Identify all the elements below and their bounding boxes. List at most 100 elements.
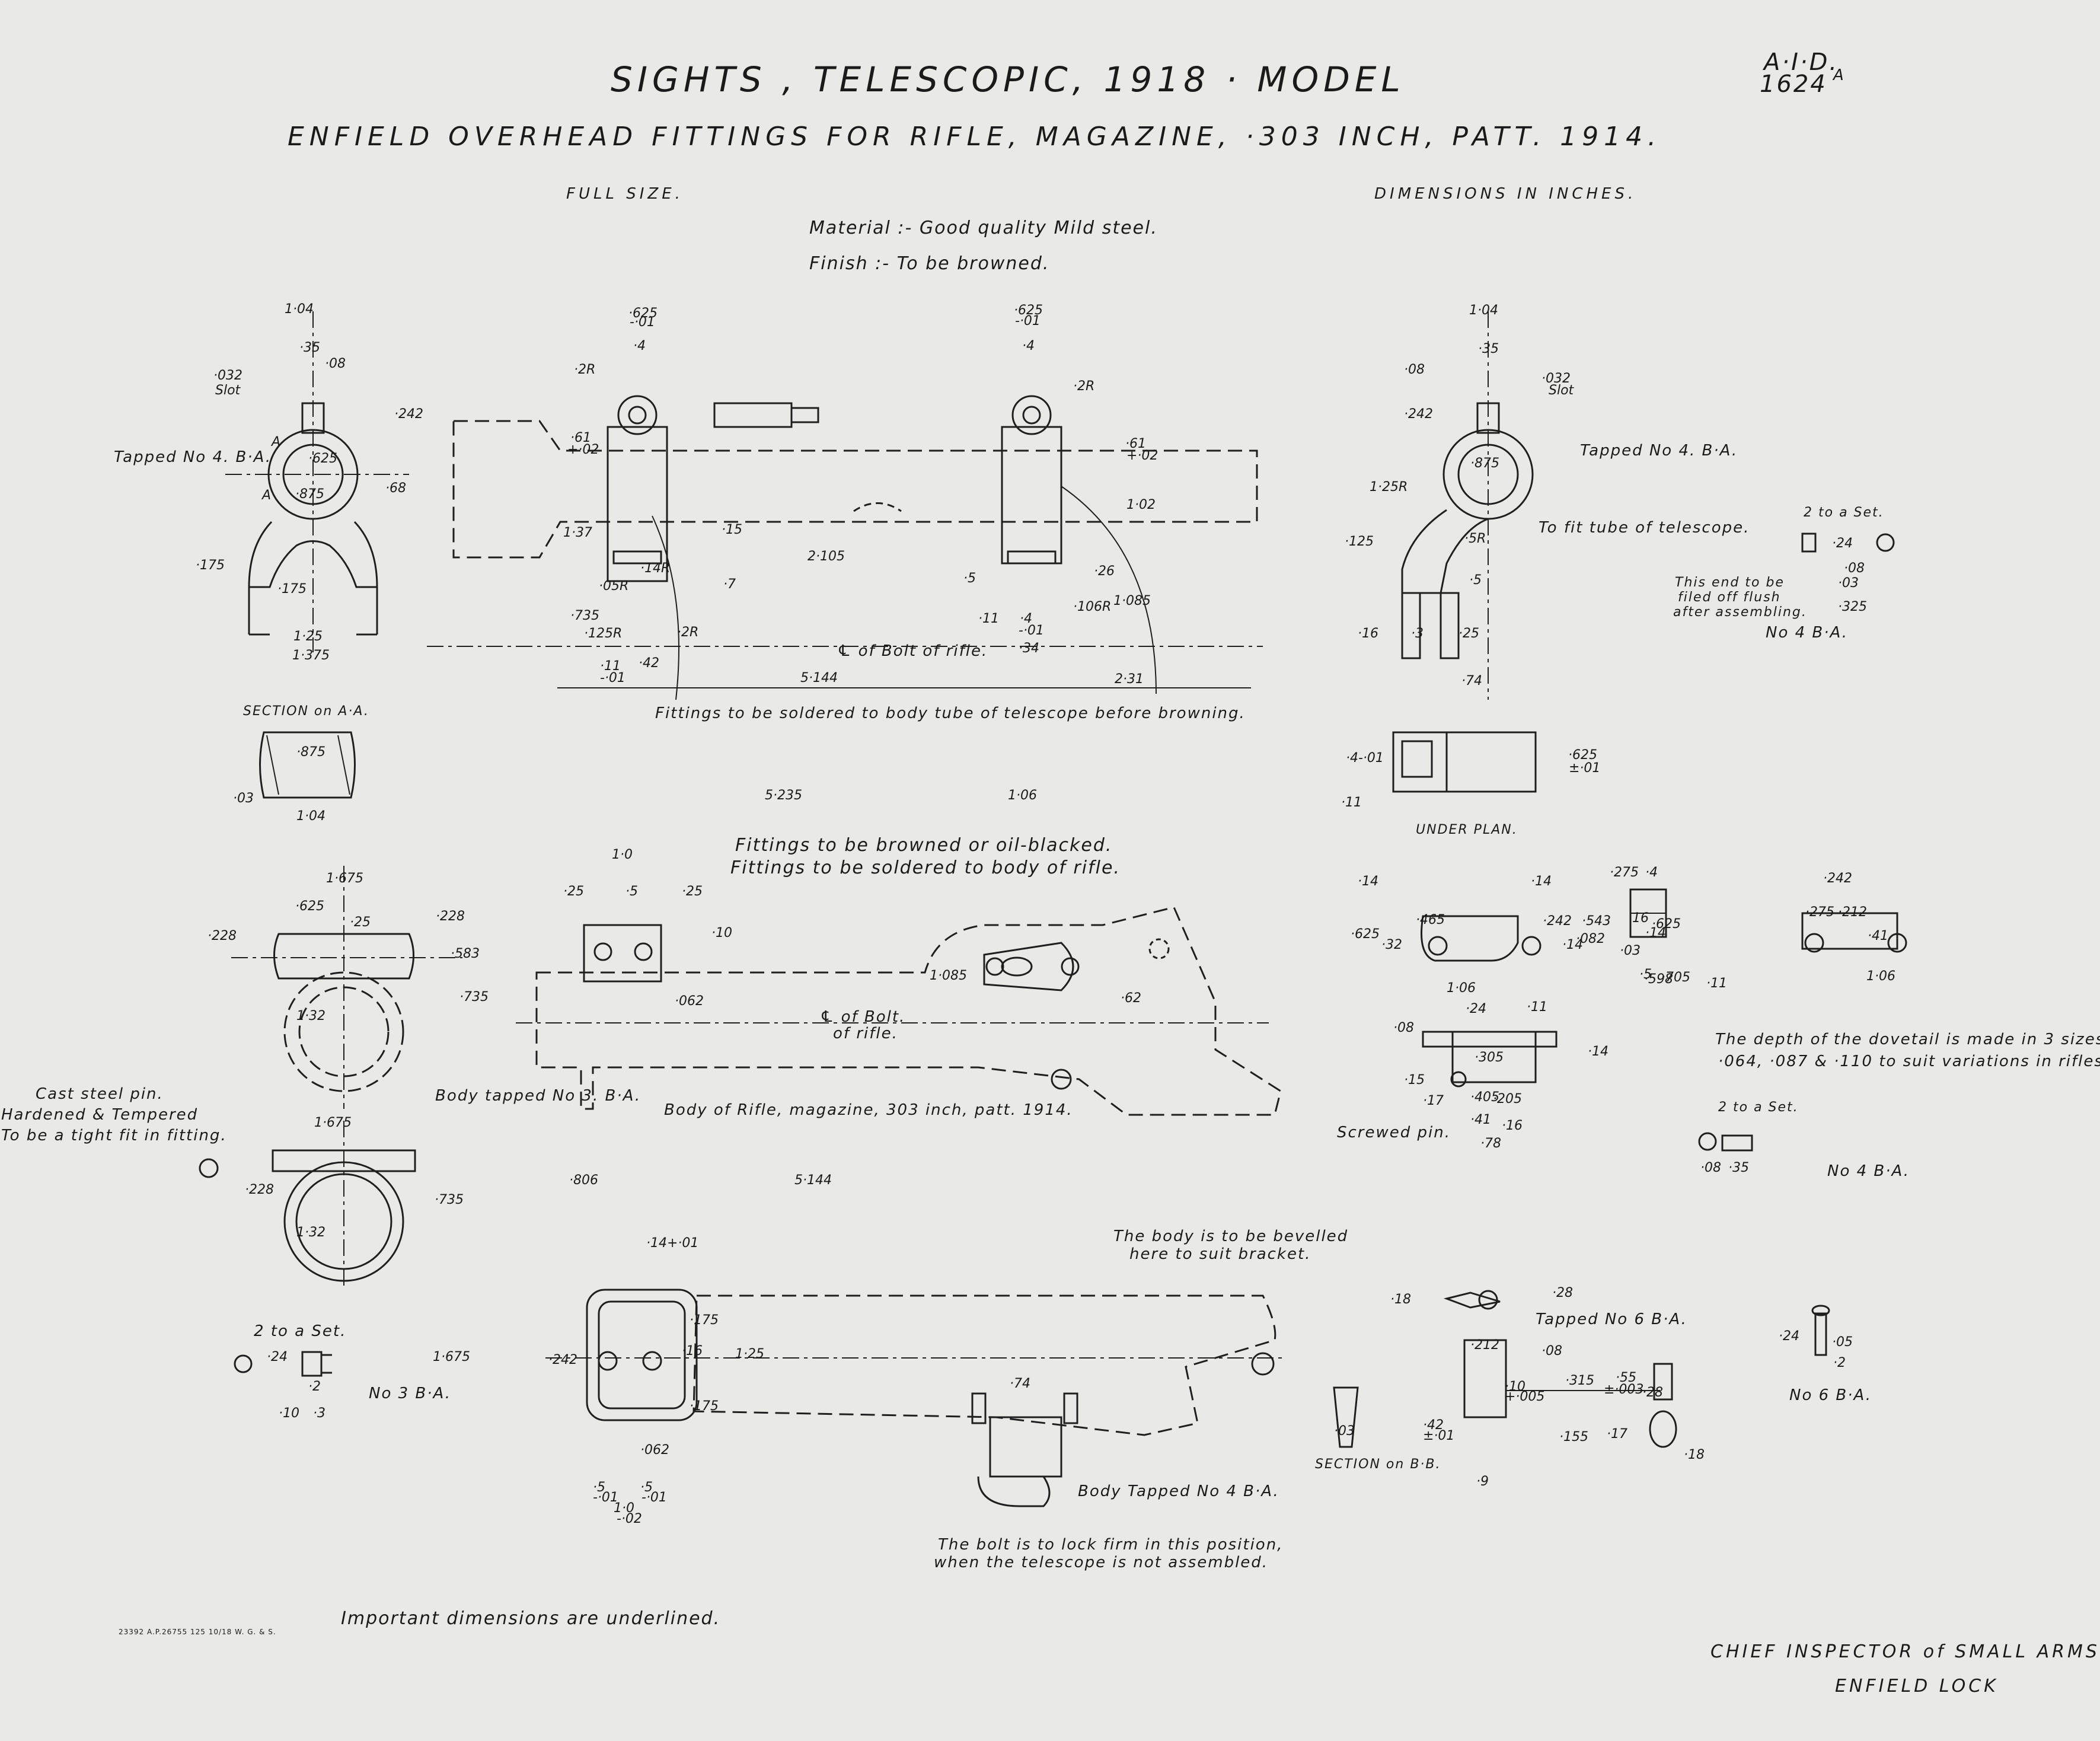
- note-end-filed-3: after assembling.: [1673, 605, 1807, 620]
- dimension-label: ·583: [451, 946, 480, 961]
- dimension-label: ·106R: [1073, 600, 1111, 614]
- dimension-label: 1·06: [1447, 981, 1476, 996]
- dimension-label: 1·25: [293, 629, 323, 644]
- note-two-set-3: 2 to a Set.: [254, 1322, 347, 1340]
- dimension-label: ·242: [1823, 871, 1852, 886]
- dimension-label: ·625: [308, 451, 337, 466]
- note-no4-ba-1: No 4 B·A.: [1766, 624, 1849, 642]
- dimension-label: ·5: [640, 1480, 653, 1495]
- dimension-label: 1·675: [314, 1115, 352, 1130]
- note-bolt-of-rifle: ℄ of Bolt of rifle.: [837, 642, 988, 660]
- dimension-label: ·08: [1393, 1021, 1414, 1035]
- dimension-label: ·032: [1542, 371, 1571, 386]
- dimension-label: ·78: [1480, 1136, 1501, 1151]
- dimension-label: Slot: [1549, 383, 1575, 398]
- dimension-label: 5·235: [765, 788, 802, 803]
- dimension-label: ·5: [593, 1480, 605, 1495]
- dimension-label: ±·01: [1569, 761, 1600, 776]
- dimension-label: ·4: [1645, 865, 1658, 880]
- note-rifle-body: Body of Rifle, magazine, 303 inch, patt.…: [664, 1101, 1073, 1119]
- section-bb-label: SECTION on B·B.: [1315, 1457, 1441, 1472]
- dimension-label: ·205: [1493, 1092, 1522, 1107]
- screw-no3-view: [234, 1351, 332, 1377]
- reference-line-2: 1624: [1760, 71, 1827, 98]
- dimension-label: 1·06: [1866, 969, 1895, 984]
- dimension-label: ·42: [1423, 1418, 1444, 1433]
- dimension-label: ·875: [295, 487, 324, 502]
- dimension-label: ·41: [1868, 929, 1888, 943]
- dimension-label: ·62: [1121, 991, 1141, 1006]
- dimension-label: ·7: [723, 577, 736, 592]
- units-note: DIMENSIONS IN INCHES.: [1374, 185, 1637, 203]
- dimension-label: ±·01: [1423, 1428, 1454, 1443]
- dimension-label: -·01: [593, 1490, 618, 1505]
- dimension-label: ·625: [295, 899, 324, 914]
- dimension-label: 1·675: [433, 1350, 470, 1364]
- dimension-label: ·125: [1345, 534, 1374, 549]
- scale-note: FULL SIZE.: [566, 185, 684, 203]
- dimension-label: ·4: [633, 339, 646, 353]
- dimension-label: ·08: [1542, 1344, 1562, 1359]
- dimension-label: ·625: [1652, 917, 1681, 932]
- dimension-label: 1·06: [1008, 788, 1037, 803]
- dimension-label: ·5R: [1464, 531, 1486, 546]
- dimension-label: +·02: [1126, 448, 1158, 463]
- dimension-label: ·18: [1390, 1292, 1411, 1307]
- dimension-label: ·598: [1644, 972, 1673, 987]
- dimension-label: ·10: [1505, 1379, 1525, 1394]
- dimension-label: ·15: [722, 522, 742, 537]
- note-dovetail-1: The depth of the dovetail is made in 3 s…: [1715, 1031, 2100, 1048]
- dimension-label: 5·144: [794, 1173, 832, 1188]
- dimension-label: ·4: [1022, 339, 1035, 353]
- under-plan-label: UNDER PLAN.: [1416, 822, 1518, 837]
- dimension-label: ·625: [1568, 748, 1597, 763]
- dimension-label: 1·32: [296, 1225, 325, 1240]
- dimension-label: 1·04: [296, 809, 325, 824]
- dimension-label: ·25: [563, 884, 584, 899]
- dimension-label: ·2R: [677, 625, 698, 640]
- dimension-label: ·3: [1411, 626, 1424, 641]
- note-tapped-no6: Tapped No 6 B·A.: [1536, 1310, 1687, 1328]
- small-screws-right: [1698, 532, 1895, 1152]
- dimension-label: ·74: [1010, 1376, 1030, 1391]
- pin-holder-view: [199, 1121, 416, 1287]
- dimension-label: ·25: [682, 884, 703, 899]
- dimension-label: ·2: [1833, 1356, 1846, 1370]
- dimension-label: ·28: [1552, 1286, 1573, 1300]
- dimension-label: 1·25: [735, 1347, 764, 1361]
- note-body-tapped-4: Body Tapped No 4 B·A.: [1078, 1482, 1279, 1500]
- dimension-label: -·01: [642, 1490, 667, 1505]
- dimension-label: ·11: [1706, 976, 1727, 991]
- dimension-label: ·03: [1838, 576, 1859, 591]
- dimension-label: ·806: [569, 1173, 598, 1188]
- dimension-label: 1·02: [1126, 498, 1156, 512]
- dimension-label: ·242: [1543, 914, 1572, 929]
- signature-line-1: CHIEF INSPECTOR of SMALL ARMS: [1710, 1641, 2100, 1662]
- dimension-label: ·16: [1358, 626, 1378, 641]
- dimension-label: 1·085: [1113, 594, 1151, 608]
- dimension-label: ·08: [1844, 561, 1865, 576]
- dimension-label: ·175: [196, 558, 225, 573]
- dimension-label: ·17: [1607, 1427, 1627, 1442]
- dimension-label: ·03: [1334, 1424, 1355, 1439]
- dimension-label: 1·375: [292, 648, 330, 663]
- dimension-label: ·875: [1470, 456, 1499, 471]
- dimension-label: ·228: [436, 909, 465, 924]
- dimension-label: 1·0: [612, 847, 633, 862]
- dimension-label: ·25: [1458, 626, 1479, 641]
- dimension-label: ·11: [978, 611, 999, 626]
- print-code: 23392 A.P.26755 125 10/18 W. G. & S.: [119, 1628, 276, 1636]
- dimension-label: ·735: [435, 1192, 464, 1207]
- dimension-label: ·32: [1381, 938, 1402, 952]
- note-dovetail-2: ·064, ·087 & ·110 to suit variations in …: [1718, 1053, 2100, 1070]
- dimension-label: ·875: [296, 745, 325, 760]
- note-cast-pin-1: Cast steel pin.: [36, 1085, 164, 1103]
- dimension-label: ·68: [385, 481, 406, 496]
- dimension-label: 1·32: [296, 1009, 325, 1023]
- dimension-label: -·01: [630, 315, 655, 330]
- note-two-set-1: 2 to a Set.: [1804, 505, 1884, 520]
- dimension-label: 2·105: [808, 549, 845, 564]
- dimension-label: ·28: [1642, 1385, 1663, 1400]
